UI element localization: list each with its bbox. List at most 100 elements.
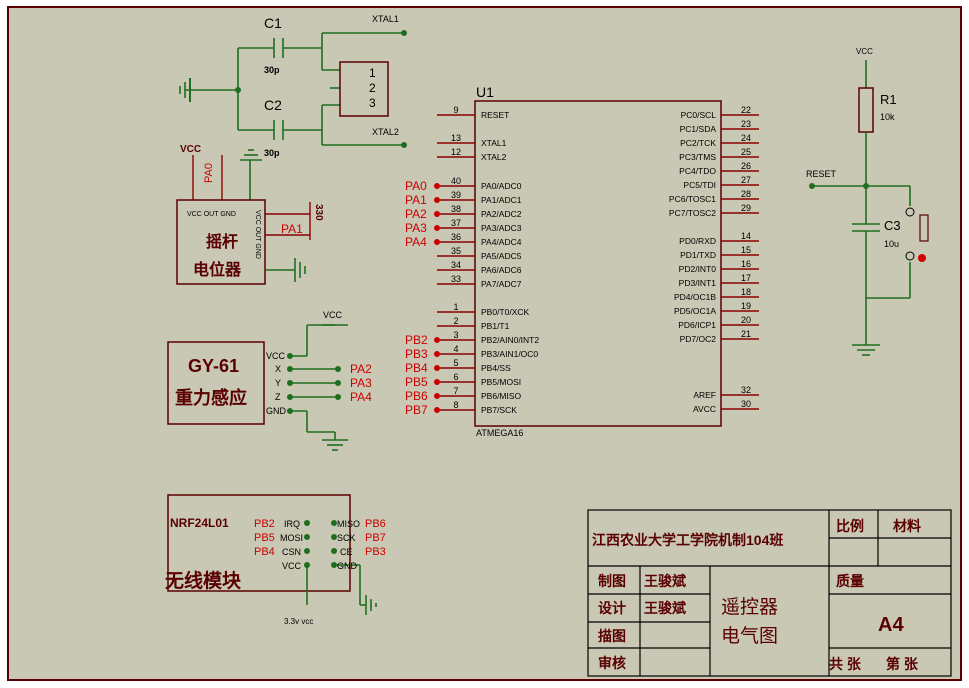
mcu-pin-name: PB2/AIN0/INT2 xyxy=(481,335,539,345)
mcu-pin-name: PA3/ADC3 xyxy=(481,223,522,233)
mcu-body xyxy=(474,100,722,427)
tb-review: 审核 xyxy=(598,655,626,671)
mcu-part: ATMEGA16 xyxy=(476,428,523,438)
gy61-pin-x: X xyxy=(275,364,281,374)
c3-label: C3 xyxy=(884,218,901,233)
gy61-pin-vcc: VCC xyxy=(266,351,286,361)
mcu-pin-name: PB5/MOSI xyxy=(481,377,521,387)
mcu-net-pb3: PB3 xyxy=(405,347,428,361)
mcu-pin-name: PA7/ADC7 xyxy=(481,279,522,289)
mcu-pin-name: PD3/INT1 xyxy=(679,278,717,288)
r1-label: R1 xyxy=(880,92,897,107)
tb-drawn-by: 王骏斌 xyxy=(644,573,686,589)
mcu-pin-number: 15 xyxy=(741,245,751,255)
c1-label: C1 xyxy=(264,15,282,31)
nrf-name-2: 无线模块 xyxy=(165,569,242,592)
mcu-pin-number: 5 xyxy=(453,358,458,368)
mcu-pin-number: 35 xyxy=(451,246,461,256)
tb-size: A4 xyxy=(878,614,904,636)
mcu-net-pb5: PB5 xyxy=(405,375,428,389)
c2-label: C2 xyxy=(264,97,282,113)
nrf-pin-irq: IRQ xyxy=(284,519,300,529)
nrf-pin-vcc: VCC xyxy=(282,561,302,571)
mcu-pin-number: 1 xyxy=(453,302,458,312)
gy61-pin-z: Z xyxy=(275,392,281,402)
mcu-pin-number: 19 xyxy=(741,301,751,311)
c1-value: 30p xyxy=(264,65,280,75)
nrf-pin-sck: SCK xyxy=(337,533,356,543)
mcu-net-pa2: PA2 xyxy=(405,207,427,221)
mcu-pin-number: 3 xyxy=(453,330,458,340)
mcu-pin-number: 16 xyxy=(741,259,751,269)
mcu-net-pb2: PB2 xyxy=(405,333,428,347)
nrf-pin-ce: CE xyxy=(340,547,353,557)
mcu-pin-number: 26 xyxy=(741,161,751,171)
mcu-pin-name: XTAL1 xyxy=(481,138,507,148)
mcu-pin-name: PB6/MISO xyxy=(481,391,522,401)
nrf24l01-module xyxy=(167,494,377,615)
tb-school: 江西农业大学工学院机制104班 xyxy=(592,532,783,548)
nrf-net-pb6: PB6 xyxy=(365,518,386,530)
xtal2-net: XTAL2 xyxy=(372,127,399,137)
mcu-pin-name: PB1/T1 xyxy=(481,321,510,331)
mcu-pin-number: 27 xyxy=(741,175,751,185)
tb-sheet: 第 张 xyxy=(886,656,919,672)
mcu-pin-number: 20 xyxy=(741,315,751,325)
mcu-pin-number: 34 xyxy=(451,260,461,270)
mcu-pin-name: PB4/SS xyxy=(481,363,511,373)
mcu-pin-name: AREF xyxy=(693,390,716,400)
nrf-net-pb4: PB4 xyxy=(254,546,275,558)
joystick-vcc: VCC xyxy=(180,144,201,155)
mcu-net-pa1: PA1 xyxy=(405,193,427,207)
tb-title-2: 电气图 xyxy=(721,625,778,647)
c3-value: 10u xyxy=(884,239,899,249)
joystick-side-pins: VCC OUT GND xyxy=(254,210,261,259)
mcu-pin-name: PC4/TDO xyxy=(679,166,716,176)
reset-net: RESET xyxy=(806,169,837,179)
mcu-pin-name: PB7/SCK xyxy=(481,405,517,415)
tb-scale: 比例 xyxy=(836,518,864,534)
mcu-pin-number: 25 xyxy=(741,147,751,157)
mcu-pin-number: 18 xyxy=(741,287,751,297)
joystick-pa1: PA1 xyxy=(281,222,303,236)
mcu-pin-number: 9 xyxy=(453,105,458,115)
mcu-pin-name: RESET xyxy=(481,110,509,120)
nrf-pin-miso: MISO xyxy=(337,519,360,529)
nrf-net-pb2: PB2 xyxy=(254,518,275,530)
mcu-net-pa3: PA3 xyxy=(405,221,427,235)
mcu-pin-number: 32 xyxy=(741,385,751,395)
nrf-name: NRF24L01 xyxy=(170,516,229,530)
mcu-pin-number: 4 xyxy=(453,344,458,354)
tb-drawn: 制图 xyxy=(598,573,626,589)
mcu-net-pb6: PB6 xyxy=(405,389,428,403)
mcu-pin-number: 17 xyxy=(741,273,751,283)
gy61-name: GY-61 xyxy=(188,356,239,376)
mcu-pin-name: PC2/TCK xyxy=(680,138,716,148)
mcu-pin-name: PD2/INT0 xyxy=(679,264,717,274)
mcu-pin-number: 23 xyxy=(741,119,751,129)
mcu-pin-number: 13 xyxy=(451,133,461,143)
mcu-pin-name: PB3/AIN1/OC0 xyxy=(481,349,538,359)
nrf-supply: 3.3v vcc xyxy=(284,617,313,626)
mcu-pin-number: 37 xyxy=(451,218,461,228)
mcu-net-pa0: PA0 xyxy=(405,179,427,193)
mcu-pin-name: PD1/TXD xyxy=(680,250,716,260)
gy61-pin-gnd: GND xyxy=(266,406,287,416)
nrf-pin-mosi: MOSI xyxy=(280,533,303,543)
